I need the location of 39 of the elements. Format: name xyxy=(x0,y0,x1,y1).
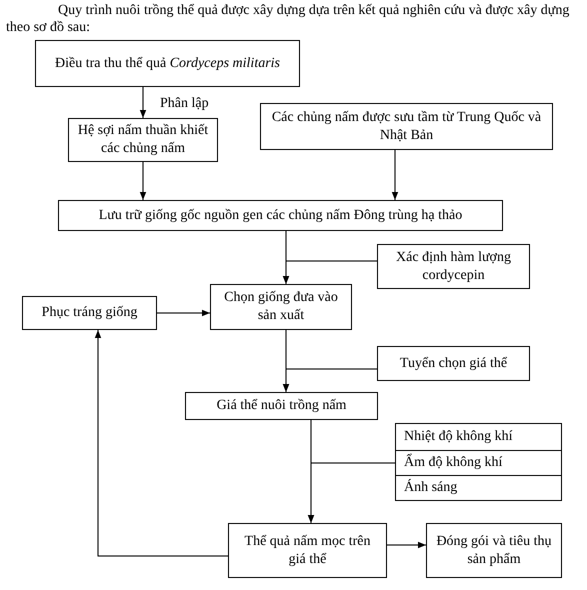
step-text: Lưu trữ giống gốc nguồn gen các chủng nấm Đông trùng hạ thảo xyxy=(98,206,462,224)
process-box xyxy=(35,40,300,87)
step-text: Nhiệt độ không khí xyxy=(404,428,512,446)
process-box xyxy=(68,118,218,162)
process-box xyxy=(377,346,530,381)
arrow xyxy=(282,368,378,392)
arrow xyxy=(386,542,426,548)
step-text: Các chủng nấm được sưu tầm từ Trung Quốc và Nhật Bản xyxy=(270,108,542,144)
step-text: Phục tráng giống xyxy=(42,304,138,322)
arrow xyxy=(94,330,228,556)
step-text: Xác định hàm lượng cordycepin xyxy=(395,248,512,284)
step-text: Chọn giống đưa vào sản xuất xyxy=(223,289,339,325)
process-box xyxy=(395,423,562,451)
process-box xyxy=(426,523,562,578)
step-text: Giá thể nuôi trồng nấm xyxy=(216,397,346,415)
edge-label: Phân lập xyxy=(160,96,209,112)
arrow xyxy=(392,150,398,200)
arrow xyxy=(156,310,210,316)
step-text: Ẩm độ không khí xyxy=(404,454,502,472)
step-text: Hệ sợi nấm thuần khiết các chủng nấm xyxy=(76,122,210,158)
step-text: Thể quả nấm mọc trên giá thể xyxy=(244,532,372,568)
step-text: Ánh sáng xyxy=(404,479,458,497)
arrow xyxy=(140,162,146,200)
process-box xyxy=(228,523,387,578)
process-box xyxy=(395,450,562,476)
step-text: Đóng gói và tiêu thụ sản phẩm xyxy=(435,532,553,568)
step-text: Tuyển chọn giá thể xyxy=(400,354,508,372)
process-box xyxy=(58,200,503,231)
process-box xyxy=(210,284,352,330)
process-box xyxy=(377,244,530,289)
process-box xyxy=(260,103,553,150)
process-box xyxy=(185,392,378,420)
process-box xyxy=(395,475,562,501)
process-box xyxy=(22,296,157,330)
intro-paragraph: Quy trình nuôi trồng thể quả được xây dựng dựa trên kết quả nghiên cứu và được xây dựng theo sơ đồ sau: xyxy=(6,2,570,36)
step-text: Điều tra thu thể quả Cordyceps militaris xyxy=(55,54,280,72)
arrow xyxy=(282,260,378,284)
arrow xyxy=(308,462,396,524)
arrow xyxy=(140,86,146,118)
